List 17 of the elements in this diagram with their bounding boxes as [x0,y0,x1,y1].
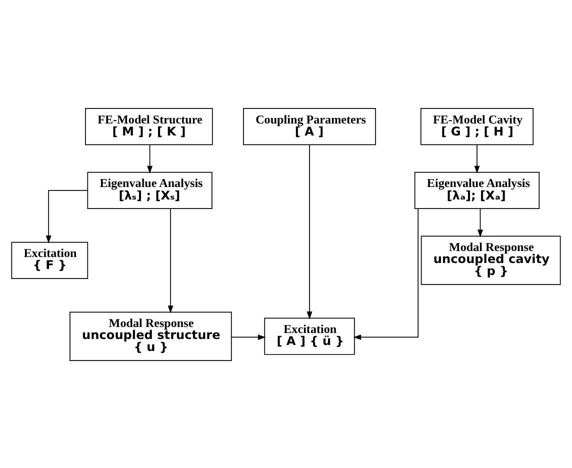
node-box: Excitation [ A ] { ü } [264,317,355,354]
arrow [46,190,88,243]
arrow [478,208,483,237]
arrow [147,144,153,174]
arrow [168,208,174,313]
node-box: Modal Response uncoupled cavity { p } [420,235,561,284]
node-box: Modal Response uncoupled structure { u } [70,311,232,360]
node-box: Eigenvalue Analysis [λₛ] ; [Xₛ] [87,171,212,209]
node-box: Excitation { F } [11,241,88,278]
arrow [353,208,419,340]
node-box: FE-Model Structure [ M ] ; [ K ] [85,108,213,145]
node-box: FE-Model Cavity [ G ] ; [ H ] [420,108,534,145]
arrow [474,144,480,174]
node-box: Eigenvalue Analysis [λₐ]; [Xₐ] [414,171,540,209]
arrow [306,144,312,319]
node-box: Coupling Parameters [ A ] [243,108,376,145]
arrow [231,334,266,340]
